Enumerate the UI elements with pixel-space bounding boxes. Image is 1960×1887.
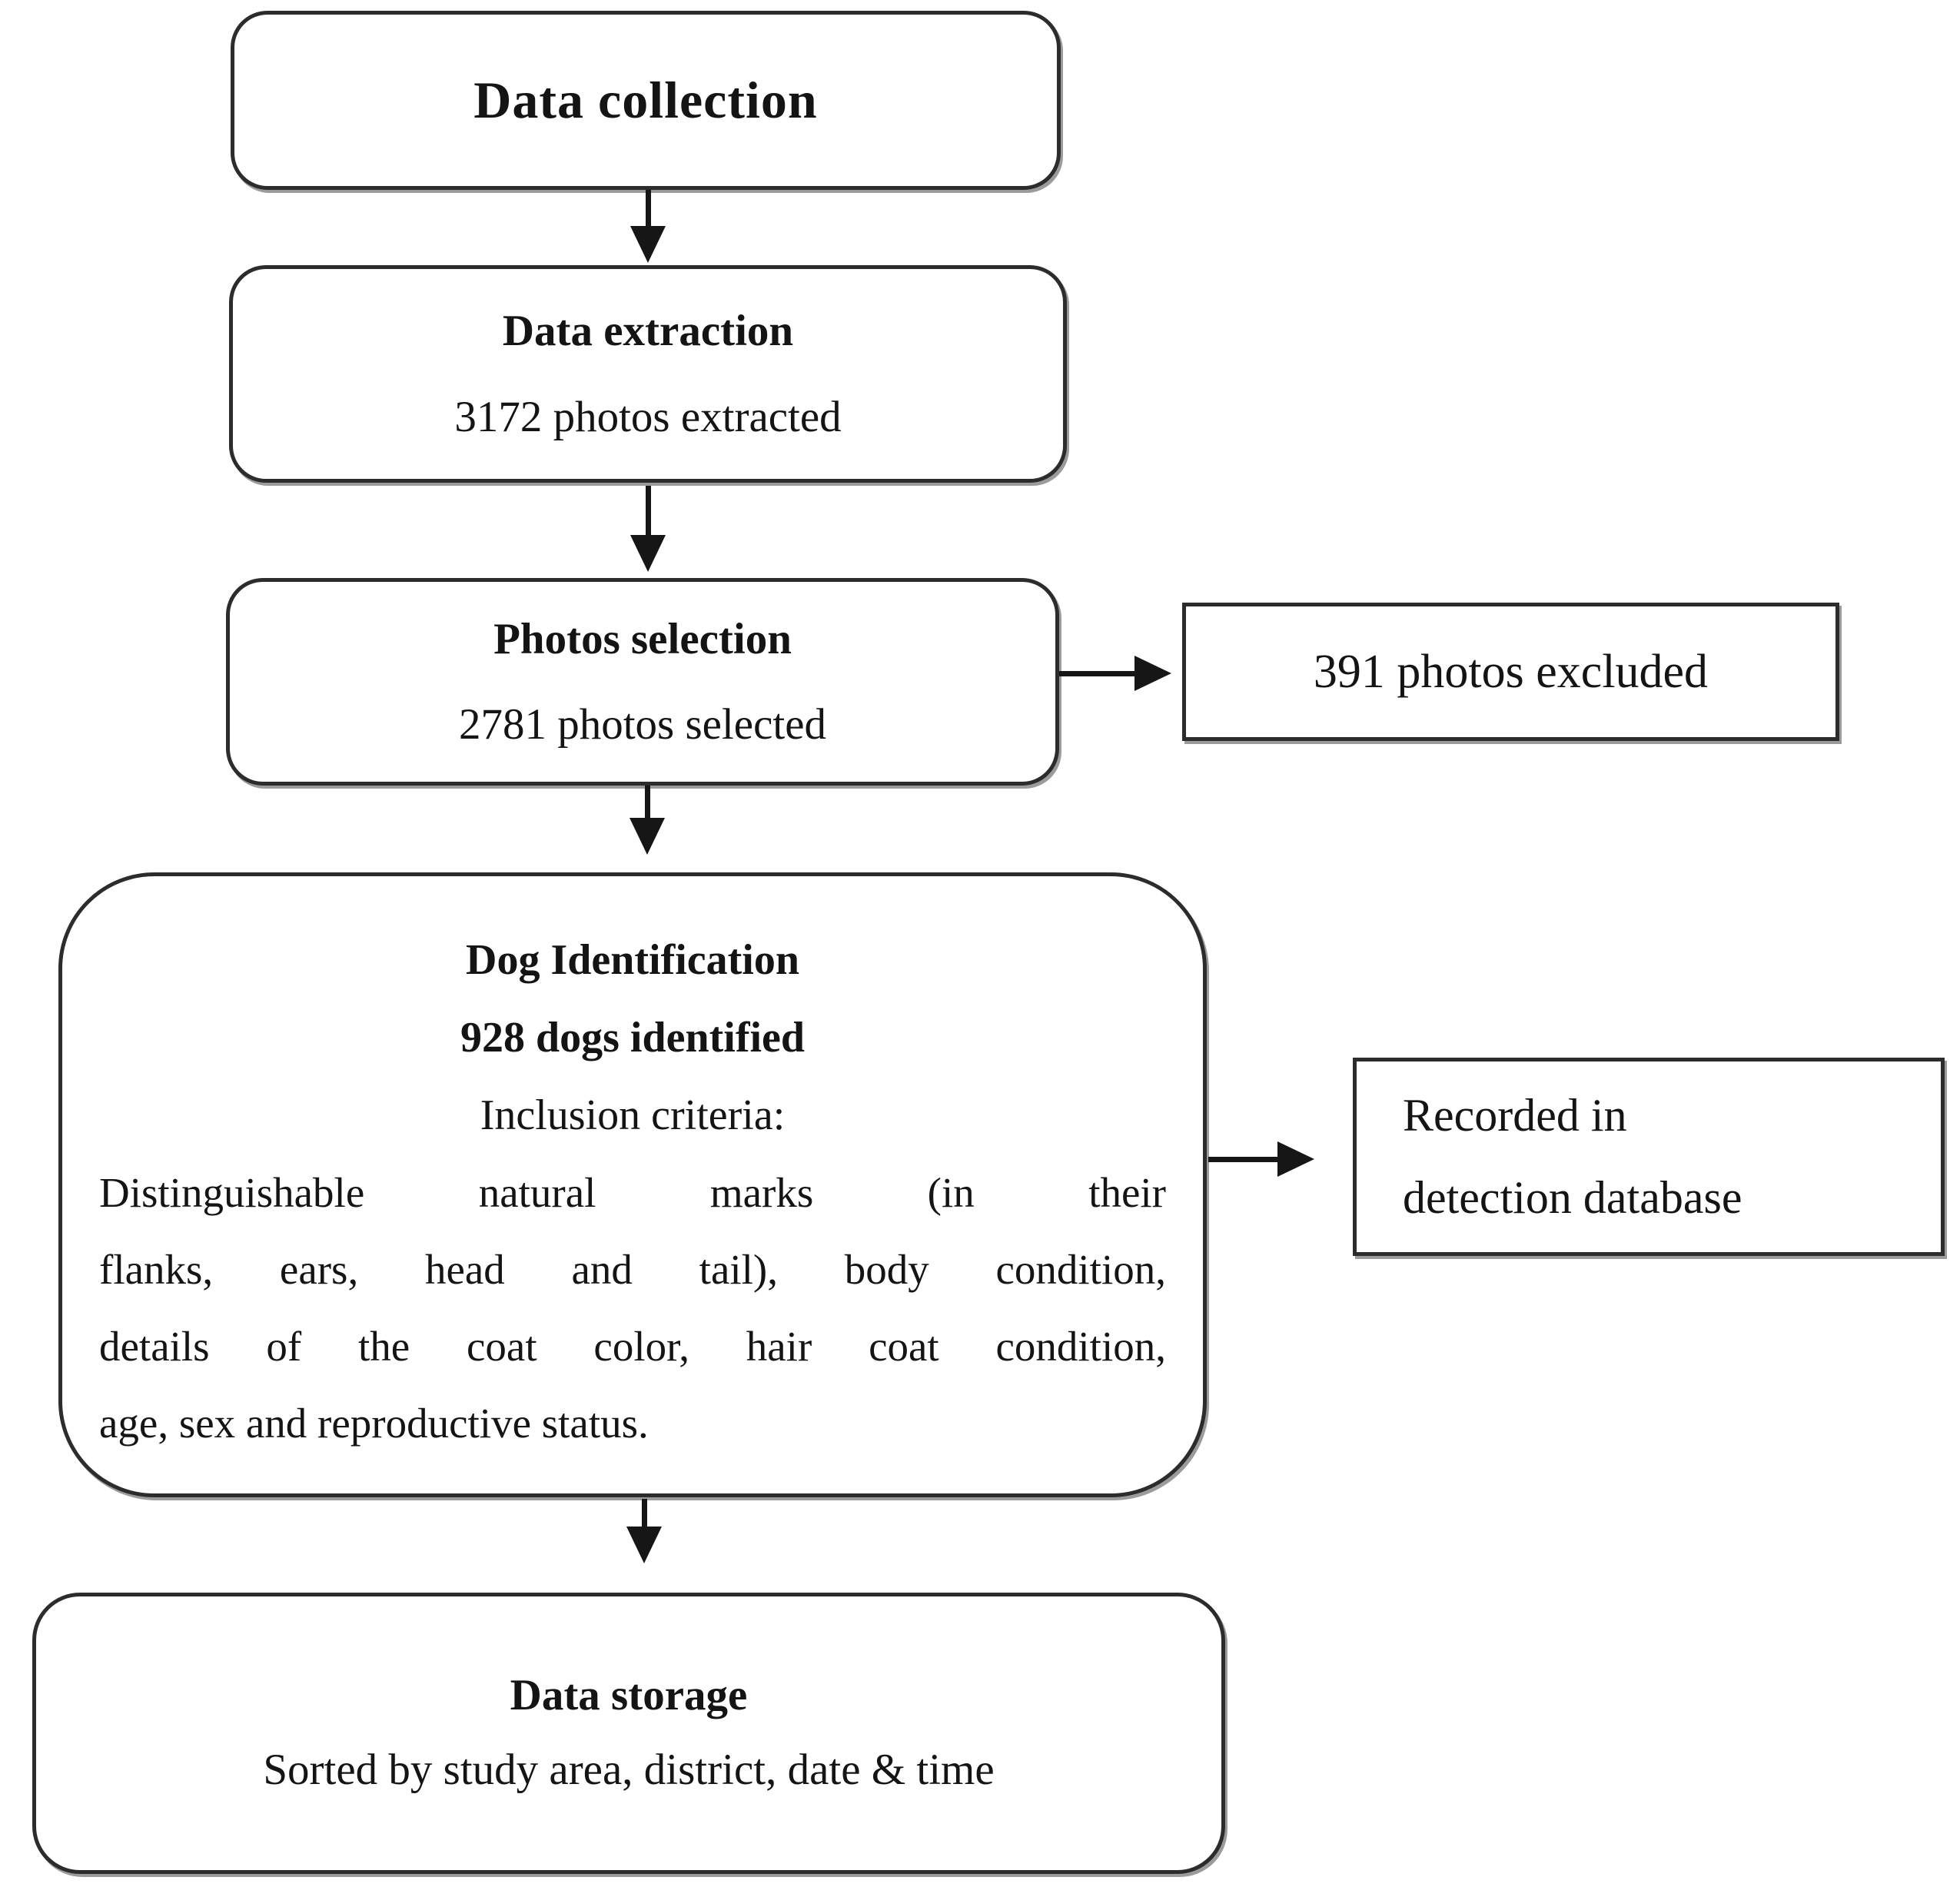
arrow-stem: [645, 486, 651, 535]
node-data-extraction-title: Data extraction: [502, 307, 794, 356]
arrow-dog-identification-to-data-storage: [626, 1499, 663, 1563]
arrow-stem: [1208, 1156, 1277, 1162]
arrow-stem: [641, 1499, 647, 1527]
arrow-down-head-icon: [630, 535, 666, 572]
arrow-down-head-icon: [630, 818, 665, 855]
arrow-dog-identification-to-recorded-database: [1208, 1141, 1314, 1178]
criteria-line: details of the coat color, hair coat con…: [99, 1322, 1166, 1370]
arrow-data-extraction-to-photos-selection: [630, 486, 666, 572]
node-dog-identification-title: Dog Identification: [466, 936, 799, 985]
arrow-photos-selection-to-photos-excluded: [1059, 655, 1171, 692]
arrow-down-head-icon: [626, 1527, 662, 1563]
node-data-collection-title: Data collection: [473, 70, 818, 129]
node-data-collection: Data collection: [231, 11, 1061, 190]
recorded-database-line: Recorded in: [1403, 1090, 1627, 1141]
criteria-line: flanks, ears, head and tail), body condi…: [99, 1245, 1166, 1293]
arrow-down-head-icon: [630, 226, 666, 263]
node-dog-identification-criteria: Distinguishable natural marks (in their …: [62, 1154, 1203, 1462]
arrow-stem: [1059, 670, 1134, 676]
arrow-stem: [645, 190, 651, 226]
node-data-storage-title: Data storage: [510, 1671, 748, 1720]
criteria-line: age, sex and reproductive status.: [99, 1399, 649, 1447]
node-photos-excluded-label: 391 photos excluded: [1313, 645, 1709, 698]
node-photos-selection-title: Photos selection: [493, 614, 792, 663]
node-photos-selection-subtitle: 2781 photos selected: [458, 700, 827, 749]
node-dog-identification-criteria-heading: Inclusion criteria:: [480, 1091, 786, 1139]
node-recorded-database-label: Recorded in detection database: [1357, 1075, 1941, 1239]
criteria-line: Distinguishable natural marks (in their: [99, 1168, 1166, 1216]
node-photos-excluded: 391 photos excluded: [1182, 603, 1839, 741]
node-data-storage-subtitle: Sorted by study area, district, date & t…: [263, 1746, 995, 1794]
node-dog-identification-subtitle: 928 dogs identified: [460, 1014, 806, 1062]
arrow-data-collection-to-data-extraction: [630, 190, 666, 263]
arrow-stem: [644, 786, 650, 818]
arrow-photos-selection-to-dog-identification: [629, 786, 666, 855]
node-data-extraction: Data extraction 3172 photos extracted: [229, 265, 1067, 483]
node-recorded-database: Recorded in detection database: [1353, 1058, 1945, 1256]
node-data-extraction-subtitle: 3172 photos extracted: [454, 392, 842, 441]
node-photos-selection: Photos selection 2781 photos selected: [226, 578, 1059, 786]
recorded-database-line: detection database: [1403, 1172, 1742, 1223]
arrow-right-head-icon: [1277, 1141, 1314, 1177]
node-data-storage: Data storage Sorted by study area, distr…: [32, 1593, 1225, 1874]
arrow-right-head-icon: [1134, 656, 1171, 691]
node-dog-identification: Dog Identification 928 dogs identified I…: [58, 872, 1207, 1497]
